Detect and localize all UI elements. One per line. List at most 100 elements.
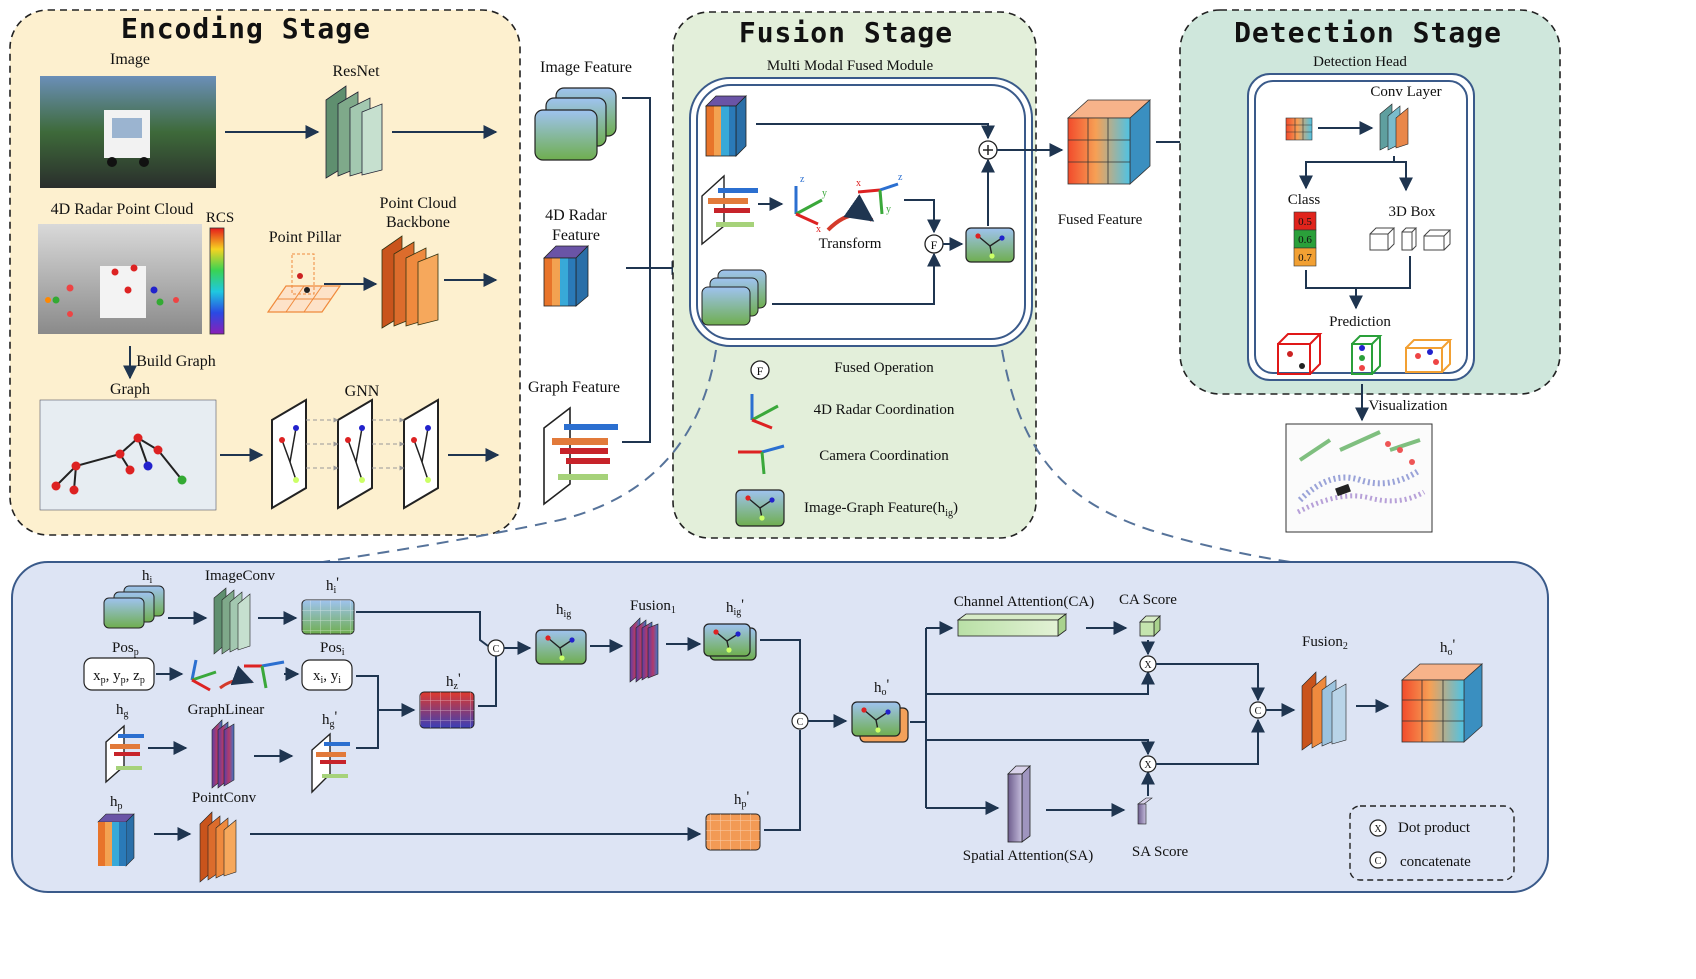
svg-text:y: y <box>822 188 827 199</box>
output-feature-cube <box>1400 663 1484 743</box>
gnn-block <box>271 398 439 510</box>
fusion1-block <box>629 617 659 683</box>
prediction-label: Prediction <box>1329 314 1391 330</box>
fusion-stage: Fusion Stage Multi Modal Fused Module <box>672 11 1064 539</box>
class-label: Class <box>1288 192 1321 208</box>
fused-feature-label: Fused Feature <box>1058 212 1143 228</box>
detection-stage: Detection Stage Detection Head Conv Laye… <box>1179 9 1561 533</box>
xy-i-text: xi, yi <box>313 668 341 686</box>
legend-fused-operation: Fused Operation <box>834 360 934 376</box>
radar-coordinate-icon: z y x <box>794 174 827 235</box>
svg-text:X: X <box>1144 760 1152 771</box>
svg-text:F: F <box>757 364 764 378</box>
svg-text:z: z <box>800 174 805 185</box>
point-cloud-backbone-block <box>381 235 439 329</box>
gnn-label: GNN <box>345 383 380 400</box>
legend-radar-coordinate-icon <box>750 394 779 430</box>
hg-icon <box>105 724 144 784</box>
radar-point-cloud-image <box>38 224 202 334</box>
image-feature-stack <box>534 87 617 161</box>
3d-box-label: 3D Box <box>1388 204 1436 220</box>
svg-text:x: x <box>816 224 821 235</box>
class-scores: 0.5 0.6 0.7 <box>1293 211 1317 267</box>
image-conv-label: ImageConv <box>205 568 275 584</box>
legend-fused-op-icon <box>750 360 770 380</box>
pos-i-box <box>301 659 353 691</box>
spatial-attention-block <box>1007 765 1031 843</box>
fused-module-label: Multi Modal Fused Module <box>767 58 934 74</box>
transform-label: Transform <box>819 236 882 252</box>
hz-prime-label: hz' <box>446 671 461 692</box>
encoding-stage: Encoding Stage Image ResNet 4D Radar Poi… <box>9 9 521 536</box>
fused-op-symbol: F <box>931 238 938 252</box>
rcs-label: RCS <box>206 210 234 226</box>
sa-score-label: SA Score <box>1132 844 1189 860</box>
svg-text:y: y <box>886 204 891 215</box>
radar-point-cloud-label: 4D Radar Point Cloud <box>51 201 194 218</box>
hig-label: hig <box>556 602 571 620</box>
pc-backbone-label-2: Backbone <box>386 214 450 231</box>
fusion-graph-feature <box>701 174 758 246</box>
detail-radar-coordinate-icon <box>190 659 217 692</box>
hi-prime-label: hi' <box>326 575 339 596</box>
pos-p-box <box>83 657 155 691</box>
fusion2-block <box>1301 671 1347 751</box>
legend-radar-coordination: 4D Radar Coordination <box>814 402 955 418</box>
graph-label: Graph <box>110 381 150 398</box>
encoding-stage-title: Encoding Stage <box>121 12 371 45</box>
fusion-image-feature <box>701 269 767 326</box>
channel-attention-label: Channel Attention(CA) <box>954 594 1094 610</box>
hi-prime-grid <box>301 599 355 635</box>
fused-feature-cube <box>1066 99 1152 185</box>
callout-right-curve <box>1001 349 1521 586</box>
image-conv-block <box>213 587 251 655</box>
legend-image-graph-icon <box>735 489 785 527</box>
feature-column: Image Feature 4D Radar Feature Graph Fea… <box>528 59 686 506</box>
radar-feature-label-1: 4D Radar <box>545 207 607 224</box>
fusion-radar-feature <box>705 95 747 157</box>
image-feature-label: Image Feature <box>540 59 632 76</box>
fusion1-label: Fusion1 <box>630 598 676 616</box>
hp-stack <box>97 813 135 867</box>
pos-p-label: Posp <box>112 640 139 658</box>
legend-concatenate: concatenate <box>1400 854 1471 870</box>
svg-text:z: z <box>898 172 903 183</box>
xyz-p-text: xp, yp, zp <box>93 668 145 686</box>
pos-i-label: Posi <box>320 640 345 658</box>
graph-image <box>39 399 217 511</box>
hg-label: hg <box>116 702 129 720</box>
hig-prime-node <box>703 623 757 661</box>
3d-box-icons <box>1369 227 1452 251</box>
svg-text:X: X <box>1374 824 1382 835</box>
graph-linear-block <box>211 719 235 789</box>
conv-layer-block <box>1379 103 1409 151</box>
hig-node <box>535 629 587 665</box>
score-3: 0.7 <box>1298 252 1312 264</box>
point-conv-block <box>199 811 237 883</box>
camera-coordinate-icon: x z y <box>856 172 903 215</box>
conv-layer-label: Conv Layer <box>1370 84 1441 100</box>
detection-head-label: Detection Head <box>1313 54 1407 70</box>
score-1: 0.5 <box>1298 216 1312 228</box>
graph-feature-label: Graph Feature <box>528 379 620 396</box>
hz-prime-grid <box>419 691 475 729</box>
resnet-label: ResNet <box>332 63 380 80</box>
svg-text:C: C <box>493 644 500 655</box>
ho-prime-label: ho' <box>874 677 890 698</box>
radar-feature-stack <box>543 245 589 307</box>
legend-dot-product: Dot product <box>1398 820 1471 836</box>
legend-concat-icon <box>1369 851 1387 869</box>
detection-stage-title: Detection Stage <box>1234 16 1502 49</box>
legend-camera-coordinate-icon <box>738 444 785 475</box>
svg-text:x: x <box>856 178 861 189</box>
svg-text:C: C <box>1375 856 1382 867</box>
operation-legend <box>1349 805 1515 881</box>
hig-prime-label: hig' <box>726 597 744 618</box>
fusion-detail-panel: hi ImageConv hi' C Posp xp, yp, zp <box>11 561 1549 893</box>
pc-backbone-label-1: Point Cloud <box>380 195 457 212</box>
graph-linear-label: GraphLinear <box>188 702 265 718</box>
rcs-colorbar <box>209 227 225 335</box>
hi-stack <box>103 585 165 629</box>
prediction-boxes <box>1277 333 1453 375</box>
